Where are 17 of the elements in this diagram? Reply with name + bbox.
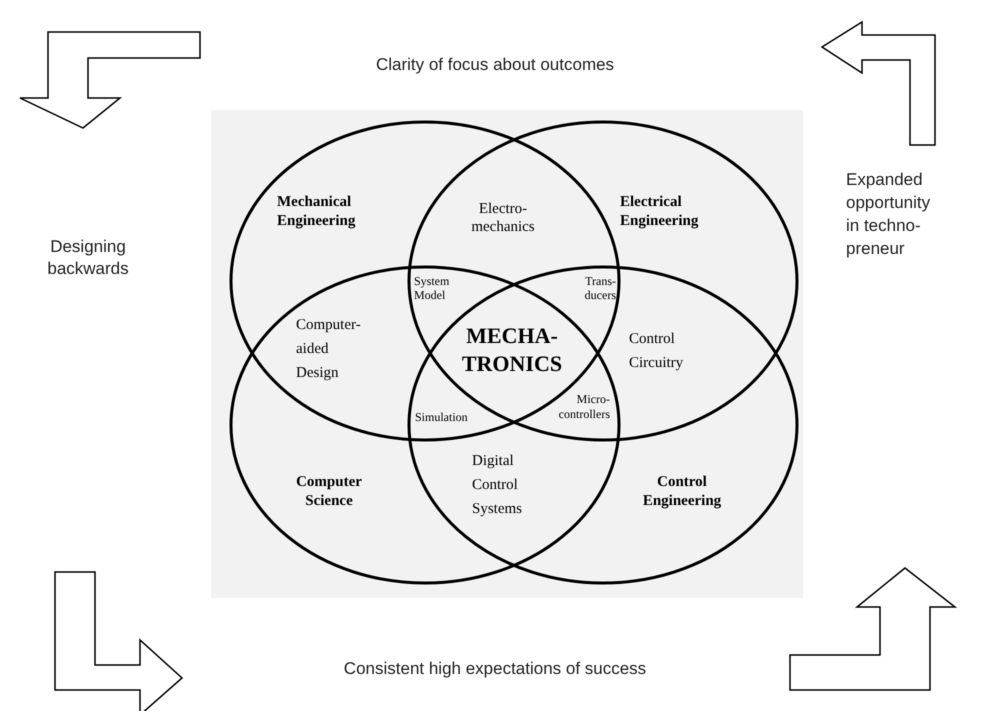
region-label: Simulation: [415, 410, 469, 425]
region-label: Digital Control Systems: [472, 452, 524, 519]
region-label: Micro- controllers: [558, 392, 610, 422]
region-label: Trans- ducers: [584, 274, 616, 302]
region-label: Electro- mechanics: [470, 200, 536, 236]
region-label: MECHA- TRONICS: [460, 322, 564, 378]
region-label: Designing backwards: [46, 236, 130, 280]
region-label: System Model: [414, 274, 450, 302]
field-heading: Electrical Engineering: [620, 193, 700, 231]
field-heading: Control Engineering: [642, 473, 722, 511]
region-label: Expanded opportunity in techno- preneur: [846, 169, 932, 260]
field-heading: Mechanical Engineering: [277, 193, 356, 231]
region-label: Consistent high expectations of success: [342, 658, 648, 680]
region-label: Computer- aided Design: [296, 316, 362, 383]
region-label: Control Circuitry: [629, 330, 684, 373]
region-label: Clarity of focus about outcomes: [374, 54, 616, 76]
field-heading: Computer Science: [295, 473, 363, 511]
